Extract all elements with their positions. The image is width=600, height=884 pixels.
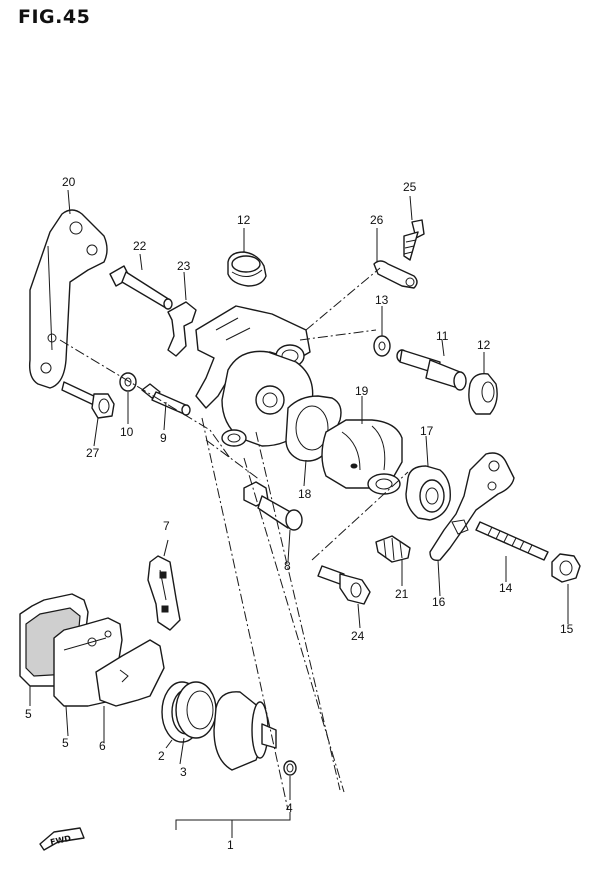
part-16-lever-arm xyxy=(429,452,515,562)
callout-13: 13 xyxy=(375,293,389,307)
callout-24: 24 xyxy=(351,629,365,643)
forward-direction-marker: FWD xyxy=(39,827,85,851)
callout-14: 14 xyxy=(499,581,513,595)
callout-26: 26 xyxy=(370,213,384,227)
callout-12-right: 12 xyxy=(477,338,491,352)
callout-9: 9 xyxy=(160,431,167,445)
callout-20: 20 xyxy=(62,175,76,189)
callout-11: 11 xyxy=(436,329,449,343)
callout-27: 27 xyxy=(86,446,100,460)
part-21-spring-pin xyxy=(375,535,411,563)
callout-6: 6 xyxy=(99,739,106,753)
part-26-bleeder-cap xyxy=(373,260,418,289)
callout-15: 15 xyxy=(560,622,574,636)
callout-17: 17 xyxy=(420,424,434,438)
part-22-slide-pin-bolt xyxy=(109,265,173,310)
callout-2: 2 xyxy=(158,749,165,763)
callout-8: 8 xyxy=(284,559,291,573)
callout-3: 3 xyxy=(180,765,187,779)
part-3-dust-seal xyxy=(175,681,217,739)
callout-19: 19 xyxy=(355,384,369,398)
callout-1: 1 xyxy=(227,838,234,852)
leader-lines xyxy=(29,189,569,838)
part-15-nut xyxy=(551,553,581,583)
part-8-slide-pin xyxy=(243,481,303,531)
part-12-dust-boot-top xyxy=(227,251,267,287)
callout-10: 10 xyxy=(120,425,134,439)
part-27-bolt xyxy=(61,381,115,419)
part-14-adjust-bolt xyxy=(475,521,549,561)
part-17-collar xyxy=(405,465,451,521)
part-13-washer xyxy=(373,335,391,357)
callout-5-right: 5 xyxy=(62,736,69,750)
callout-numbers: 20 22 23 12 26 25 13 11 12 19 17 18 27 1… xyxy=(25,175,574,852)
callout-7: 7 xyxy=(163,519,170,533)
part-6-shim-plate xyxy=(95,639,165,707)
part-4-o-ring xyxy=(283,760,297,776)
callout-16: 16 xyxy=(432,595,446,609)
part-19-caliper-half xyxy=(321,419,403,495)
caliper-piston xyxy=(213,691,277,771)
part-20-bracket-plate xyxy=(28,209,108,389)
callout-12-top: 12 xyxy=(237,213,251,227)
fwd-label: FWD xyxy=(49,834,72,847)
part-25-bleeder-screw xyxy=(403,219,425,261)
callout-18: 18 xyxy=(298,487,312,501)
callout-23: 23 xyxy=(177,259,191,273)
callout-25: 25 xyxy=(403,180,417,194)
part-9-pin-bolt xyxy=(141,383,191,416)
part-10-washer xyxy=(119,372,137,392)
callout-22: 22 xyxy=(133,239,147,253)
part-11-pin xyxy=(396,349,467,391)
part-24-bolt xyxy=(317,565,371,605)
part-12-boot-right xyxy=(468,373,498,415)
callout-4: 4 xyxy=(286,801,293,815)
part-23-pad-clip xyxy=(167,301,197,357)
figure-title: FIG.45 xyxy=(18,6,91,28)
part-7-shim-clip xyxy=(147,555,181,631)
callout-21: 21 xyxy=(395,587,409,601)
callout-5-left: 5 xyxy=(25,707,32,721)
